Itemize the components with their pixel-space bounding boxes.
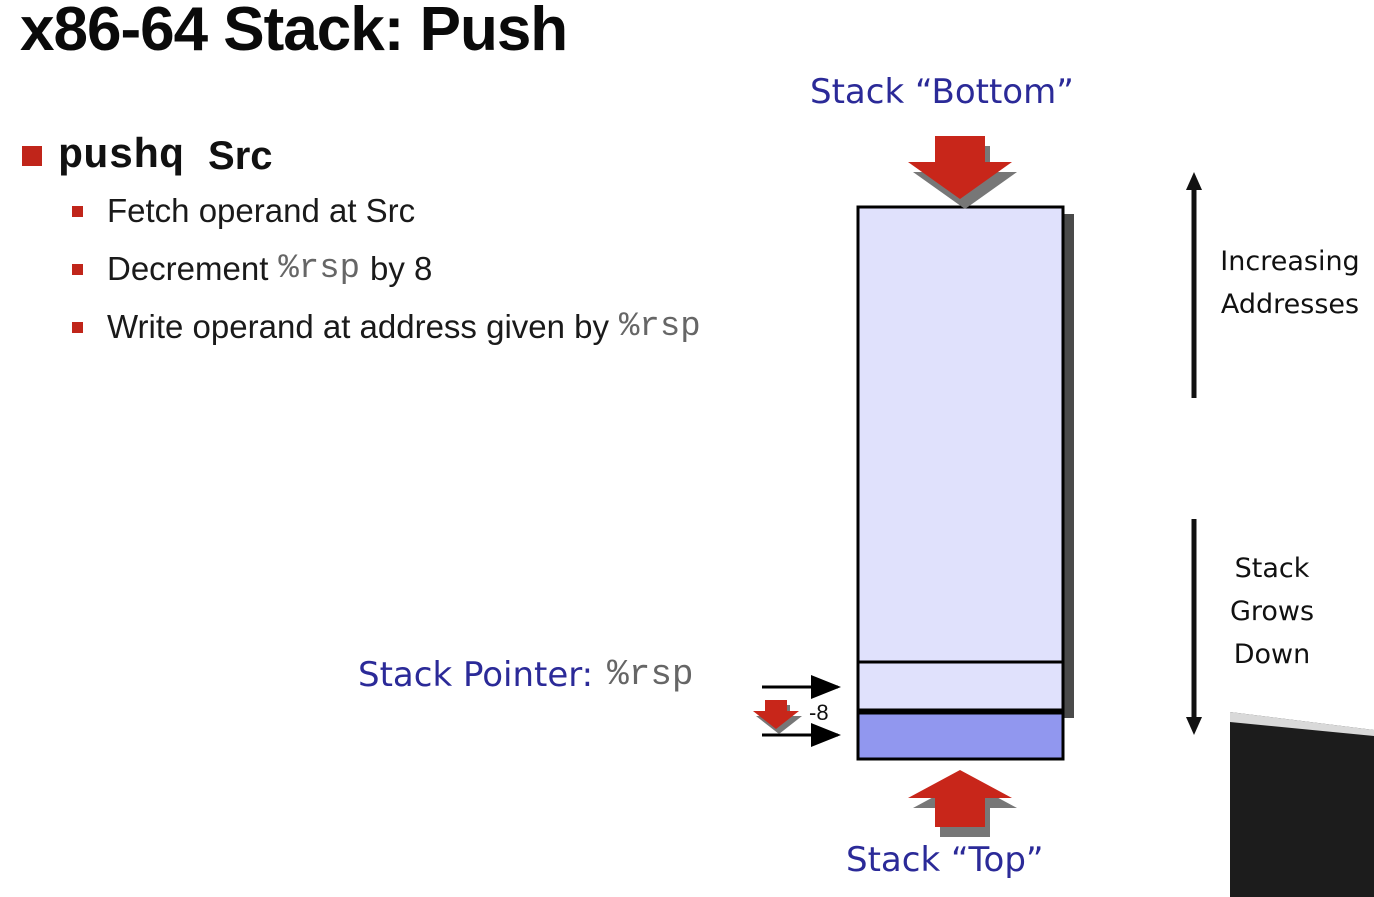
stack-grows-line-3: Down — [1233, 639, 1311, 670]
stack-top-label: Stack “Top” — [846, 840, 1044, 880]
stack-pointer-text: Stack Pointer: — [358, 654, 594, 695]
video-overlay-edge — [1230, 712, 1374, 736]
decrement-arrow-icon — [753, 700, 799, 729]
sub-bullet-text: Fetch operand at Src — [107, 192, 416, 229]
sub-bullet-text: Decrement — [107, 250, 269, 287]
instruction-operand: Src — [208, 133, 273, 178]
instruction-keyword: pushq — [58, 132, 185, 180]
slide-title: x86-64 Stack: Push — [20, 0, 568, 64]
stack-body — [856, 205, 1065, 664]
stack-grows-down-label: Stack Grows Down — [1214, 547, 1330, 676]
sub-bullet-3: Write operand at address given by %rsp — [72, 308, 711, 346]
sub-bullet-text: Write operand at address given by — [107, 308, 610, 345]
sub-bullet-1: Fetch operand at Src — [72, 192, 415, 230]
stack-top-arrow-icon — [908, 770, 1012, 827]
sub-bullet-text-after: by 8 — [370, 250, 433, 287]
increasing-addresses-line-1: Increasing — [1220, 246, 1360, 277]
stack-bottom-label: Stack “Bottom” — [810, 72, 1074, 112]
bullet-square-icon — [72, 263, 83, 275]
stack-new-slot — [856, 708, 1065, 761]
register-name: %rsp — [619, 308, 701, 346]
down-arrow-icon — [1186, 717, 1202, 735]
stack-pointer-label: Stack Pointer: %rsp — [358, 654, 704, 695]
video-overlay — [1230, 712, 1374, 897]
increasing-addresses-label: Increasing Addresses — [1212, 240, 1368, 326]
decrement-label: -8 — [809, 700, 829, 725]
main-bullet: pushq Src — [22, 130, 273, 182]
bullet-square-icon — [72, 321, 83, 333]
sub-bullet-2: Decrement %rsp by 8 — [72, 250, 432, 288]
register-name: %rsp — [278, 250, 361, 288]
stack-old-top-slot — [856, 660, 1065, 712]
increasing-addresses-line-2: Addresses — [1220, 289, 1360, 320]
bullet-square-icon — [72, 205, 83, 217]
stack-grows-line-1: Stack — [1234, 553, 1310, 584]
stack-bottom-arrow-icon — [908, 136, 1012, 199]
stack-pointer-reg: %rsp — [607, 654, 694, 695]
up-arrow-icon — [1186, 172, 1202, 190]
stack-grows-line-2: Grows — [1229, 596, 1315, 627]
bullet-square-icon — [22, 146, 42, 166]
